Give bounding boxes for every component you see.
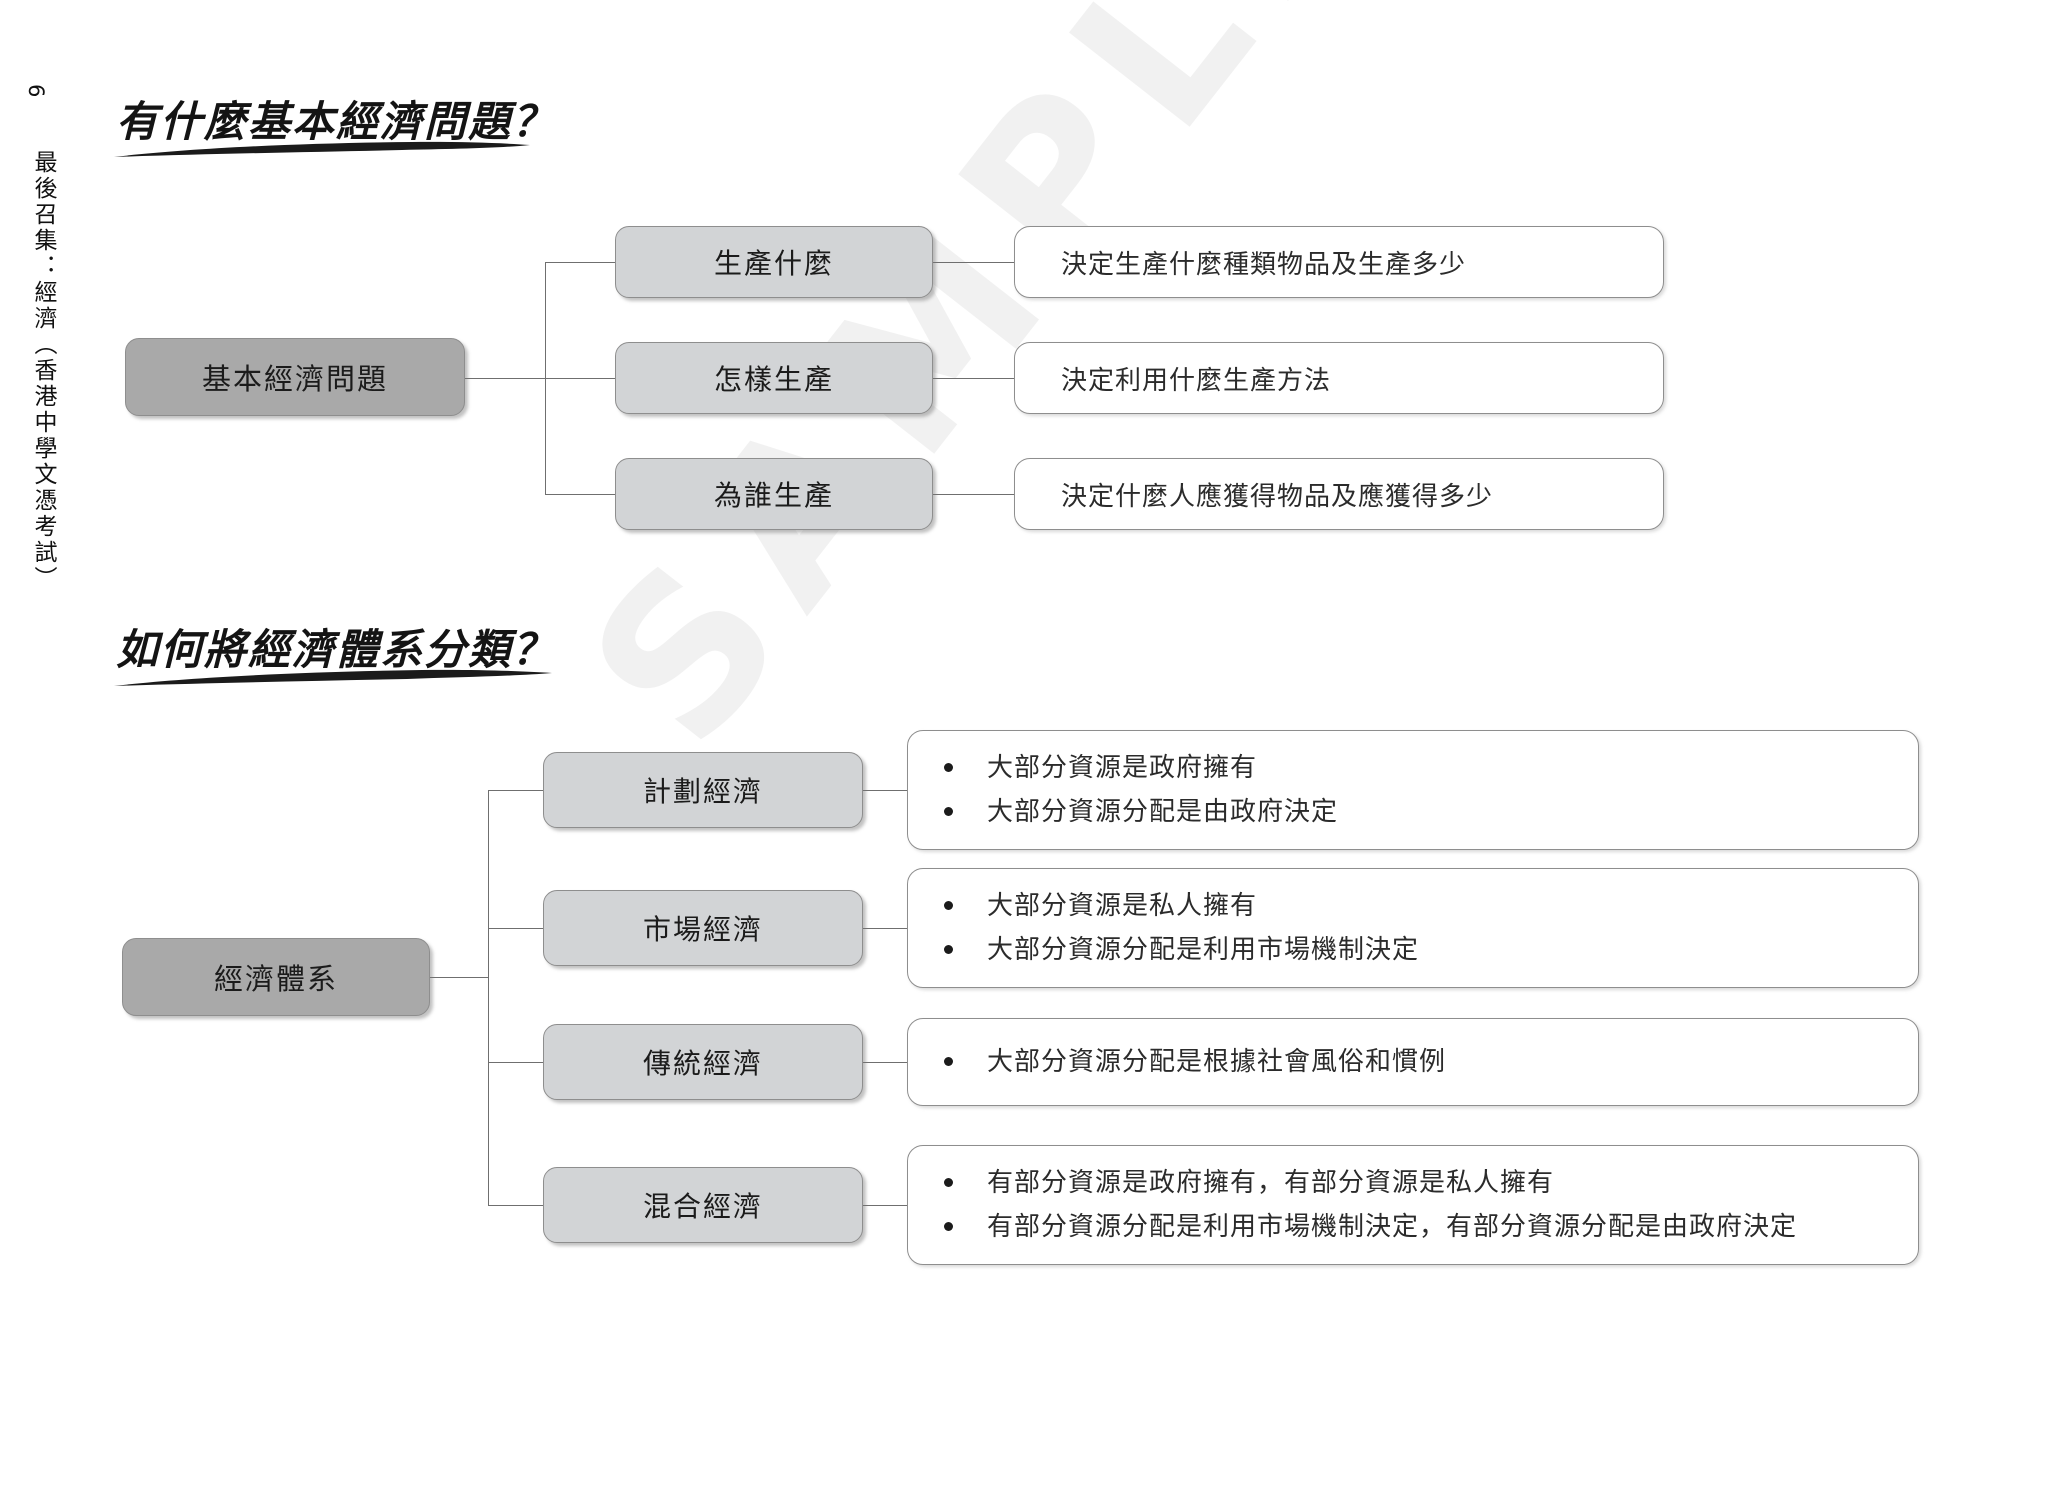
- bullet-dot-icon: [944, 1178, 953, 1187]
- node-label: 決定生產什麼種類物品及生產多少: [1061, 249, 1467, 280]
- list-item: 有部分資源是政府擁有，有部分資源是私人擁有: [944, 1161, 1918, 1205]
- node-label: 決定利用什麼生產方法: [1061, 365, 1332, 396]
- node-label: 生產什麼: [713, 247, 834, 280]
- bullet-dot-icon: [944, 901, 953, 910]
- connector-desc-s2-3: [862, 1062, 907, 1063]
- node-label: 混合經濟: [642, 1190, 763, 1223]
- section-1-heading: 有什麼基本經濟問題？: [116, 97, 557, 146]
- node-category-what-to-produce[interactable]: 生產什麼: [615, 226, 933, 298]
- connector-branch-s1-3: [545, 494, 615, 495]
- connector-branch-s2-4: [488, 1205, 543, 1206]
- node-label: 怎樣生產: [713, 363, 834, 396]
- node-category-for-whom-to-produce[interactable]: 為誰生產: [615, 458, 933, 530]
- connector-spine-s2: [488, 790, 489, 1205]
- bullet-list: 有部分資源是政府擁有，有部分資源是私人擁有 有部分資源分配是利用市場機制決定，有…: [908, 1161, 1918, 1249]
- node-category-traditional-economy[interactable]: 傳統經濟: [543, 1024, 863, 1100]
- connector-root-s2: [430, 977, 488, 978]
- bullet-list: 大部分資源是政府擁有 大部分資源分配是由政府決定: [908, 746, 1918, 834]
- connector-desc-s1-2: [932, 378, 1014, 379]
- node-description-mixed-economy[interactable]: 有部分資源是政府擁有，有部分資源是私人擁有 有部分資源分配是利用市場機制決定，有…: [907, 1145, 1919, 1265]
- node-description-what-to-produce[interactable]: 決定生產什麼種類物品及生產多少: [1014, 226, 1664, 298]
- node-label: 市場經濟: [642, 913, 763, 946]
- bullet-text: 大部分資源分配是由政府決定: [987, 797, 1339, 827]
- bullet-text: 有部分資源分配是利用市場機制決定，有部分資源分配是由政府決定: [987, 1212, 1798, 1242]
- list-item: 有部分資源分配是利用市場機制決定，有部分資源分配是由政府決定: [944, 1205, 1918, 1249]
- node-label: 為誰生產: [713, 479, 834, 512]
- section-2-heading: 如何將經濟體系分類？: [116, 625, 557, 674]
- node-category-mixed-economy[interactable]: 混合經濟: [543, 1167, 863, 1243]
- connector-root-s1: [465, 378, 545, 379]
- bullet-text: 有部分資源是政府擁有，有部分資源是私人擁有: [987, 1168, 1555, 1198]
- node-category-planned-economy[interactable]: 計劃經濟: [543, 752, 863, 828]
- bullet-dot-icon: [944, 1222, 953, 1231]
- page-number: 6: [24, 84, 48, 99]
- connector-desc-s2-2: [862, 928, 907, 929]
- bullet-list: 大部分資源分配是根據社會風俗和慣例: [908, 1040, 1918, 1084]
- book-title-vertical: 最後召集：經濟（香港中學文憑考試）: [30, 150, 56, 592]
- bullet-dot-icon: [944, 1057, 953, 1066]
- bullet-text: 大部分資源分配是根據社會風俗和慣例: [987, 1047, 1447, 1077]
- connector-desc-s2-1: [862, 790, 907, 791]
- list-item: 大部分資源分配是利用市場機制決定: [944, 928, 1918, 972]
- connector-desc-s2-4: [862, 1205, 907, 1206]
- node-description-market-economy[interactable]: 大部分資源是私人擁有 大部分資源分配是利用市場機制決定: [907, 868, 1919, 988]
- node-root-basic-economic-problems[interactable]: 基本經濟問題: [125, 338, 465, 416]
- connector-branch-s2-3: [488, 1062, 543, 1063]
- connector-desc-s1-3: [932, 494, 1014, 495]
- node-label: 計劃經濟: [642, 775, 763, 808]
- node-description-planned-economy[interactable]: 大部分資源是政府擁有 大部分資源分配是由政府決定: [907, 730, 1919, 850]
- page-sidebar: 6 最後召集：經濟（香港中學文憑考試）: [0, 0, 86, 1497]
- connector-branch-s1-2: [545, 378, 615, 379]
- node-description-for-whom-to-produce[interactable]: 決定什麼人應獲得物品及應獲得多少: [1014, 458, 1664, 530]
- bullet-text: 大部分資源分配是利用市場機制決定: [987, 935, 1420, 965]
- bullet-text: 大部分資源是政府擁有: [987, 753, 1258, 783]
- list-item: 大部分資源分配是由政府決定: [944, 790, 1918, 834]
- bullet-dot-icon: [944, 945, 953, 954]
- bullet-dot-icon: [944, 807, 953, 816]
- bullet-text: 大部分資源是私人擁有: [987, 891, 1258, 921]
- list-item: 大部分資源分配是根據社會風俗和慣例: [944, 1040, 1918, 1084]
- node-description-traditional-economy[interactable]: 大部分資源分配是根據社會風俗和慣例: [907, 1018, 1919, 1106]
- connector-branch-s1-1: [545, 262, 615, 263]
- connector-branch-s2-1: [488, 790, 543, 791]
- section-1-heading-underline: [112, 140, 532, 158]
- bullet-dot-icon: [944, 763, 953, 772]
- connector-branch-s2-2: [488, 928, 543, 929]
- node-root-economic-systems[interactable]: 經濟體系: [122, 938, 430, 1016]
- list-item: 大部分資源是私人擁有: [944, 884, 1918, 928]
- node-category-market-economy[interactable]: 市場經濟: [543, 890, 863, 966]
- bullet-list: 大部分資源是私人擁有 大部分資源分配是利用市場機制決定: [908, 884, 1918, 972]
- node-label: 基本經濟問題: [201, 362, 388, 396]
- node-label: 經濟體系: [213, 962, 338, 996]
- connector-desc-s1-1: [932, 262, 1014, 263]
- node-label: 傳統經濟: [642, 1047, 763, 1080]
- node-description-how-to-produce[interactable]: 決定利用什麼生產方法: [1014, 342, 1664, 414]
- section-2-heading-underline: [112, 668, 554, 686]
- list-item: 大部分資源是政府擁有: [944, 746, 1918, 790]
- node-category-how-to-produce[interactable]: 怎樣生產: [615, 342, 933, 414]
- node-label: 決定什麼人應獲得物品及應獲得多少: [1061, 481, 1494, 512]
